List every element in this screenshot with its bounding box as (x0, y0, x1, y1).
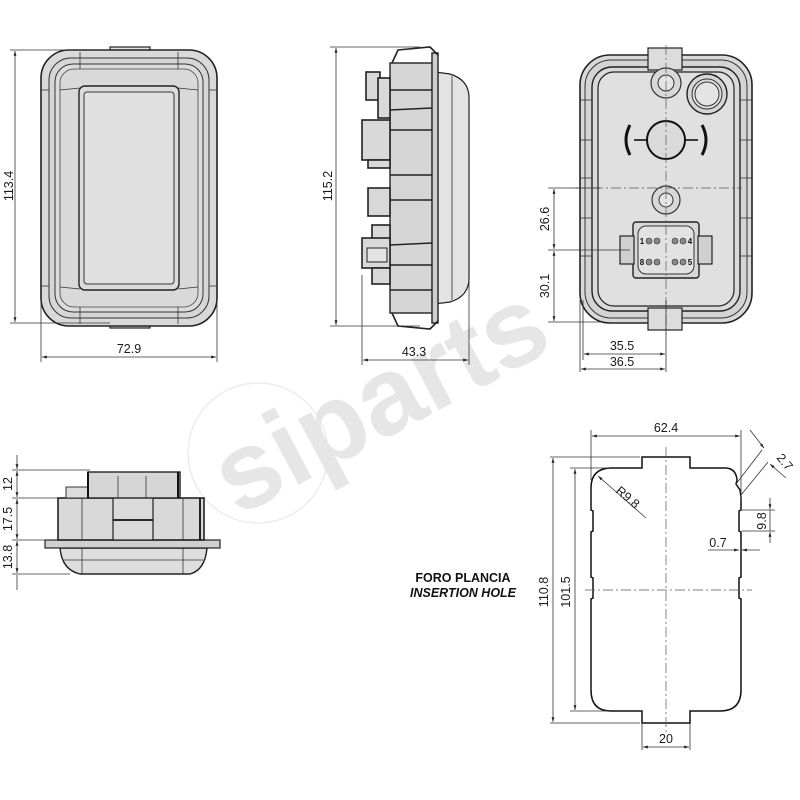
front-height-dim: 113.4 (2, 171, 16, 201)
cutout-notch-depth: 0.7 (709, 536, 726, 550)
cutout-outline (585, 447, 752, 732)
cutout-subtitle: INSERTION HOLE (410, 586, 517, 600)
side-dimensions: 115.2 43.3 (321, 46, 470, 365)
front-view (40, 46, 218, 329)
pin-label-4: 4 (688, 237, 693, 246)
rear-view: 1 4 8 5 (575, 45, 753, 335)
cutout-tab-width: 20 (659, 732, 673, 746)
cutout-width-dim: 62.4 (654, 421, 678, 435)
connector: 1 4 8 5 (619, 221, 713, 279)
rear-dimensions: 26.6 30.1 35.5 36.5 (538, 187, 667, 372)
bottom-view (44, 471, 221, 575)
watermark-text: siparts (191, 260, 567, 538)
bottom-dim-bottom: 13.8 (1, 545, 15, 569)
rear-dim-lower: 30.1 (538, 274, 552, 298)
bottom-dimensions: 12 17.5 13.8 (1, 455, 90, 590)
pin-label-1: 1 (640, 237, 645, 246)
rear-width-a: 35.5 (610, 339, 634, 353)
bottom-dim-middle: 17.5 (1, 507, 15, 531)
cutout-notch-height: 9.8 (755, 512, 769, 529)
cutout-label: FORO PLANCIA INSERTION HOLE (410, 571, 517, 600)
pin-label-5: 5 (688, 258, 693, 267)
watermark: siparts (187, 260, 567, 538)
cutout-radius-dim: R9.8 (613, 484, 642, 512)
cutout-overall-height: 110.8 (537, 577, 551, 607)
cutout-inner-height: 101.5 (559, 576, 573, 607)
rear-dim-upper: 26.6 (538, 207, 552, 231)
front-dimensions: 113.4 72.9 (2, 49, 218, 362)
cutout-dimensions: 62.4 R9.8 2.7 9.8 0.7 110.8 101.5 (537, 421, 796, 750)
pin-label-8: 8 (640, 258, 645, 267)
side-view (361, 46, 470, 330)
bottom-dim-top: 12 (1, 477, 15, 491)
front-width-dim: 72.9 (117, 342, 141, 356)
cutout-title: FORO PLANCIA (415, 571, 510, 585)
side-height-dim: 115.2 (321, 171, 335, 201)
side-depth-dim: 43.3 (402, 345, 426, 359)
rear-width-b: 36.5 (610, 355, 634, 369)
